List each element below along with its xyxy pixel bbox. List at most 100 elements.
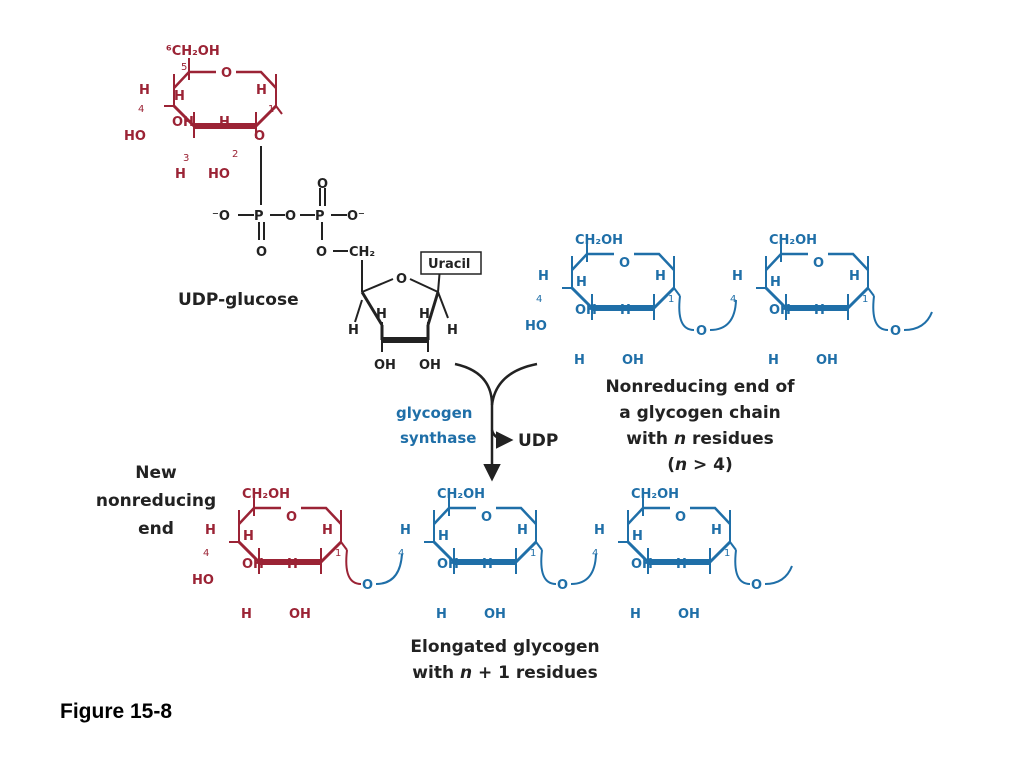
carbon-number: 1	[268, 104, 274, 115]
caption-line: end	[138, 519, 174, 539]
ring-oxygen-label: O	[619, 256, 630, 271]
enzyme-label-line2: synthase	[400, 429, 476, 447]
ho-label: HO	[208, 167, 230, 182]
bridge-oxygen-label: O	[285, 209, 296, 224]
glycosidic-oxygen-label: O	[890, 324, 901, 339]
h-label: H	[574, 353, 585, 368]
oh-label: OH	[769, 303, 791, 318]
ch2oh-label: CH₂OH	[631, 487, 679, 502]
h-label: H	[322, 523, 333, 538]
top-chain-labels: CH₂OH O H H H HO OH H H OH O CH₂OH O H H…	[525, 233, 901, 368]
glycosidic-oxygen-label: O	[751, 578, 762, 593]
carbon-number: 4	[398, 548, 404, 559]
top-chain-glycosidic-bonds	[678, 295, 933, 331]
uracil-box	[420, 251, 482, 275]
bottom-chain-glycosidic-bonds	[345, 549, 793, 585]
phosphate-oxygen-top: O	[317, 177, 328, 192]
diphosphate-labels: ⁻O P O P O⁻ O O O CH₂	[212, 177, 375, 260]
bottom-glycogen-chain	[424, 494, 736, 574]
h-label: H	[376, 307, 387, 322]
oh-label: OH	[242, 557, 264, 572]
h-label: H	[219, 115, 230, 130]
caption-line: with n + 1 residues	[412, 663, 597, 683]
oh-label: OH	[419, 358, 441, 373]
carbon-number: 2	[232, 149, 238, 160]
h-label: H	[655, 269, 666, 284]
glycosidic-oxygen-label: O	[557, 578, 568, 593]
h-label: H	[576, 275, 587, 290]
oh-label: OH	[631, 557, 653, 572]
ring-oxygen-label: O	[221, 66, 232, 81]
ch2oh-label: CH₂OH	[242, 487, 290, 502]
elongated-glycogen-caption: Elongated glycogen with n + 1 residues	[410, 637, 599, 683]
h-label: H	[711, 523, 722, 538]
carbon-number: 4	[203, 548, 209, 559]
h-label: H	[419, 307, 430, 322]
oh-label: OH	[289, 607, 311, 622]
udp-product-label: UDP	[518, 431, 558, 451]
h-label: H	[768, 353, 779, 368]
h-label: H	[438, 529, 449, 544]
uracil-label: Uracil	[428, 257, 470, 272]
caption-line: New	[135, 463, 177, 483]
new-nonreducing-end-caption: New nonreducing end	[96, 463, 216, 539]
h-label: H	[241, 607, 252, 622]
oh-label: OH	[172, 115, 194, 130]
h-label: H	[632, 529, 643, 544]
phosphate-oxygen-minus-left: ⁻O	[212, 209, 230, 224]
c6-ch2oh-label: ⁶CH₂OH	[166, 44, 220, 59]
glycosidic-oxygen-label: O	[696, 324, 707, 339]
h-label: H	[205, 523, 216, 538]
h-label: H	[770, 275, 781, 290]
h-label: H	[287, 557, 298, 572]
h-label: H	[348, 323, 359, 338]
ring-oxygen-label: O	[675, 510, 686, 525]
oh-label: OH	[816, 353, 838, 368]
new-residue-labels: CH₂OH O H H H HO OH H H OH	[192, 487, 333, 622]
h-label: H	[538, 269, 549, 284]
carbon-number: 1	[862, 294, 868, 305]
h-label: H	[436, 607, 447, 622]
figure-caption: Figure 15-8	[60, 700, 172, 723]
ch2oh-label: CH₂OH	[769, 233, 817, 248]
ch2oh-label: CH₂OH	[437, 487, 485, 502]
oh-label: OH	[374, 358, 396, 373]
enzyme-label-line1: glycogen	[396, 404, 472, 422]
oh-label: OH	[484, 607, 506, 622]
ch2-label: CH₂	[349, 245, 375, 260]
h-label: H	[447, 323, 458, 338]
h-label: H	[174, 89, 185, 104]
ester-oxygen-label: O	[316, 245, 327, 260]
ring-oxygen-label: O	[813, 256, 824, 271]
h-label: H	[732, 269, 743, 284]
h-label: H	[630, 607, 641, 622]
caption-line: Elongated glycogen	[410, 637, 599, 657]
carbon-number: 4	[536, 294, 542, 305]
oh-label: OH	[622, 353, 644, 368]
reaction-arrows	[454, 362, 538, 482]
ho-label: HO	[124, 129, 146, 144]
carbon-number: 1	[335, 548, 341, 559]
carbon-number: 4	[592, 548, 598, 559]
nonreducing-end-caption: Nonreducing end of a glycogen chain with…	[605, 377, 795, 475]
ch2oh-label: CH₂OH	[575, 233, 623, 248]
caption-line: nonreducing	[96, 491, 216, 511]
ribose-oxygen-label: O	[396, 272, 407, 287]
top-chain-carbon-numbers: 4 1 4 1	[536, 294, 868, 305]
carbon-number: 1	[724, 548, 730, 559]
bottom-chain-carbon-numbers: 4 1 4 1	[398, 548, 730, 559]
oh-label: OH	[575, 303, 597, 318]
top-glycogen-chain	[562, 240, 874, 320]
glycosidic-oxygen-label: O	[362, 578, 373, 593]
h-label: H	[517, 523, 528, 538]
caption-line: Nonreducing end of	[605, 377, 795, 397]
udp-glucose-label: UDP-glucose	[178, 290, 299, 310]
bottom-chain-labels: O CH₂OH O H H H OH H H OH O CH₂OH O H H …	[362, 487, 762, 622]
ring-oxygen-label: O	[286, 510, 297, 525]
udp-glucose-ring-labels: ⁶CH₂OH O H H H HO OH H O H HO	[124, 44, 267, 182]
h-label: H	[139, 83, 150, 98]
h-label: H	[676, 557, 687, 572]
diphosphate-bonds	[238, 146, 348, 252]
carbon-number: 4	[138, 104, 144, 115]
